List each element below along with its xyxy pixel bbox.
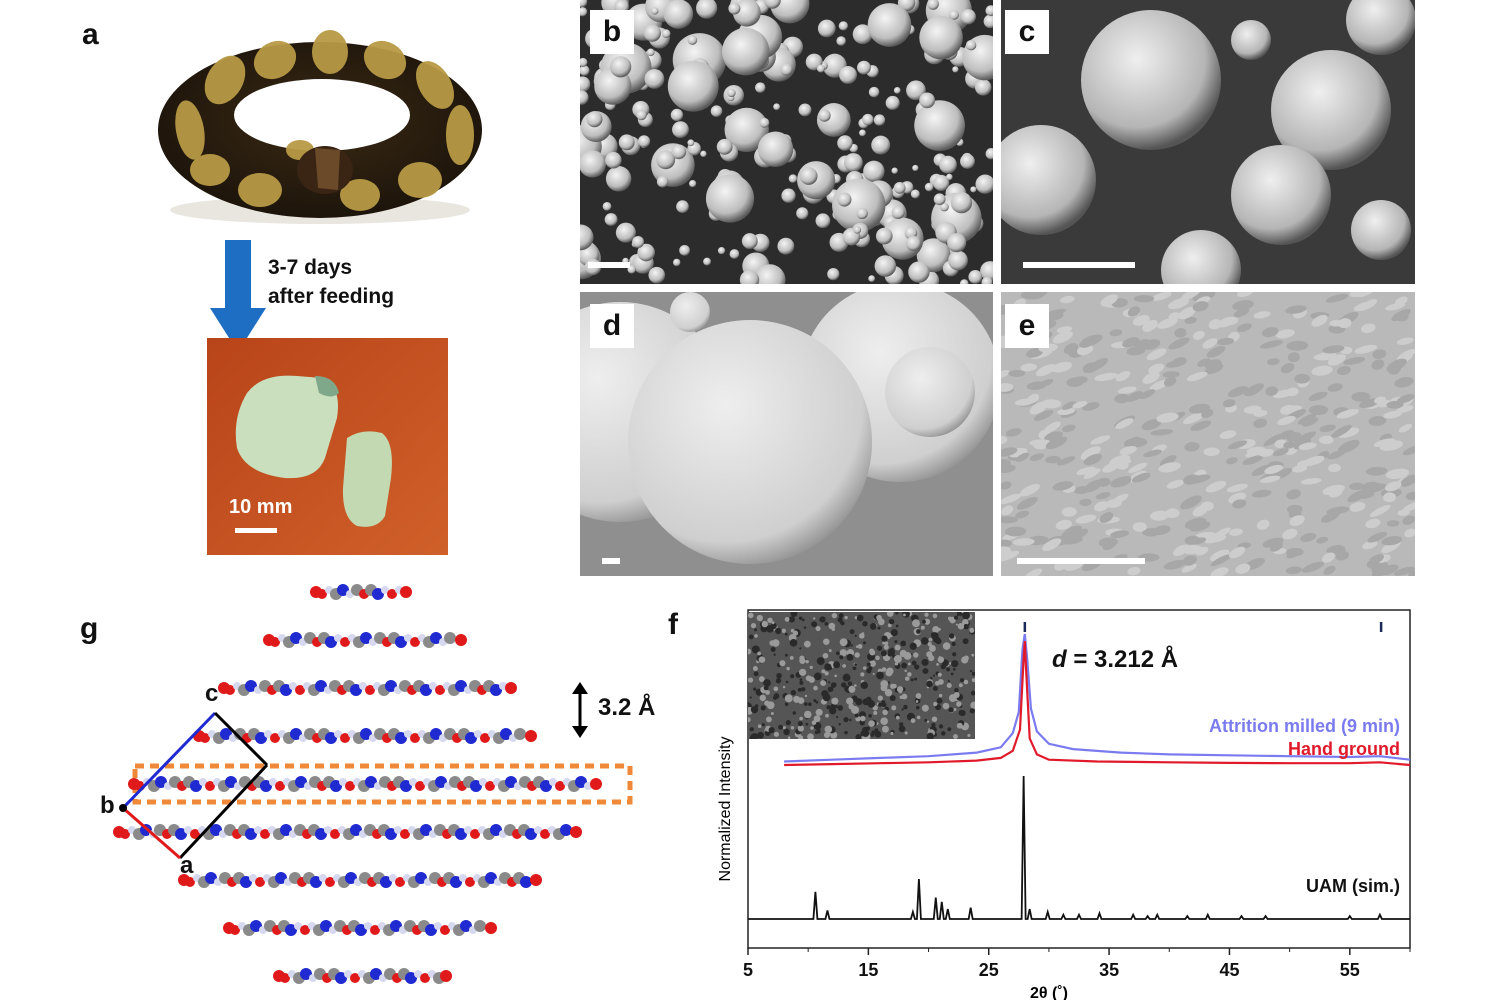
arrow-caption-line2: after feeding xyxy=(268,285,395,308)
sem-image-d: d xyxy=(580,292,993,576)
axis-b-label: b xyxy=(100,792,115,819)
scale-bar-d xyxy=(602,558,620,564)
d-spacing-annotation: d = 3.212 Å xyxy=(1052,646,1178,674)
x-tick-label: 35 xyxy=(1099,960,1119,980)
x-tick-label: 15 xyxy=(858,960,878,980)
sem-image-e: e xyxy=(1001,292,1415,576)
panel-a-label: a xyxy=(82,18,99,51)
d-symbol: d xyxy=(1052,646,1067,673)
legend-attrition-milled: Attrition milled (9 min) xyxy=(1209,716,1400,736)
scale-bar-c xyxy=(1023,262,1135,268)
panel-g-label: g xyxy=(80,612,99,645)
legend-hand-ground: Hand ground xyxy=(1288,739,1400,759)
inset-sem-image xyxy=(748,612,975,739)
crystal-structure xyxy=(113,584,633,984)
sem-image-c: c xyxy=(1001,0,1415,284)
plot-frame xyxy=(747,609,1411,949)
sem-image-b: b xyxy=(580,0,993,284)
x-axis-label: 2θ (˚) xyxy=(1030,985,1068,1000)
panel-d-label: d xyxy=(590,304,634,348)
arrow-caption-line1: 3-7 days xyxy=(268,256,353,279)
x-tick-label: 55 xyxy=(1340,960,1360,980)
y-axis-label: Normalized Intensity xyxy=(717,737,734,882)
scale-text-10mm: 10 mm xyxy=(229,496,293,518)
spacing-arrow-icon xyxy=(572,682,588,738)
snake-photo xyxy=(158,30,482,224)
series-uam-sim-line xyxy=(748,775,1410,920)
panel-f-label: f xyxy=(668,608,678,641)
panel-c-label: c xyxy=(1005,10,1049,54)
scale-bar-b xyxy=(588,262,630,268)
layer-spacing-text: 3.2 Å xyxy=(598,694,656,721)
down-arrow-icon xyxy=(210,240,266,352)
scale-bar xyxy=(235,528,277,533)
x-tick-label: 25 xyxy=(979,960,999,980)
series-attrition-line xyxy=(784,633,1411,763)
x-tick-label: 5 xyxy=(743,960,753,980)
pellets-photo: 10 mm xyxy=(207,338,448,555)
series-hand-ground-line xyxy=(784,641,1411,767)
xrd-chart: 5 15 25 35 45 55 2θ (˚) Normalized Intensity Att… xyxy=(717,609,1411,1000)
scale-bar-e xyxy=(1017,558,1145,564)
d-value: = 3.212 Å xyxy=(1066,646,1179,673)
axis-c-label: c xyxy=(205,680,219,707)
legend-uam-sim: UAM (sim.) xyxy=(1306,876,1400,896)
axis-a-label: a xyxy=(180,852,194,879)
panel-e-label: e xyxy=(1005,304,1049,348)
x-tick-label: 45 xyxy=(1219,960,1239,980)
panel-b-label: b xyxy=(590,10,634,54)
